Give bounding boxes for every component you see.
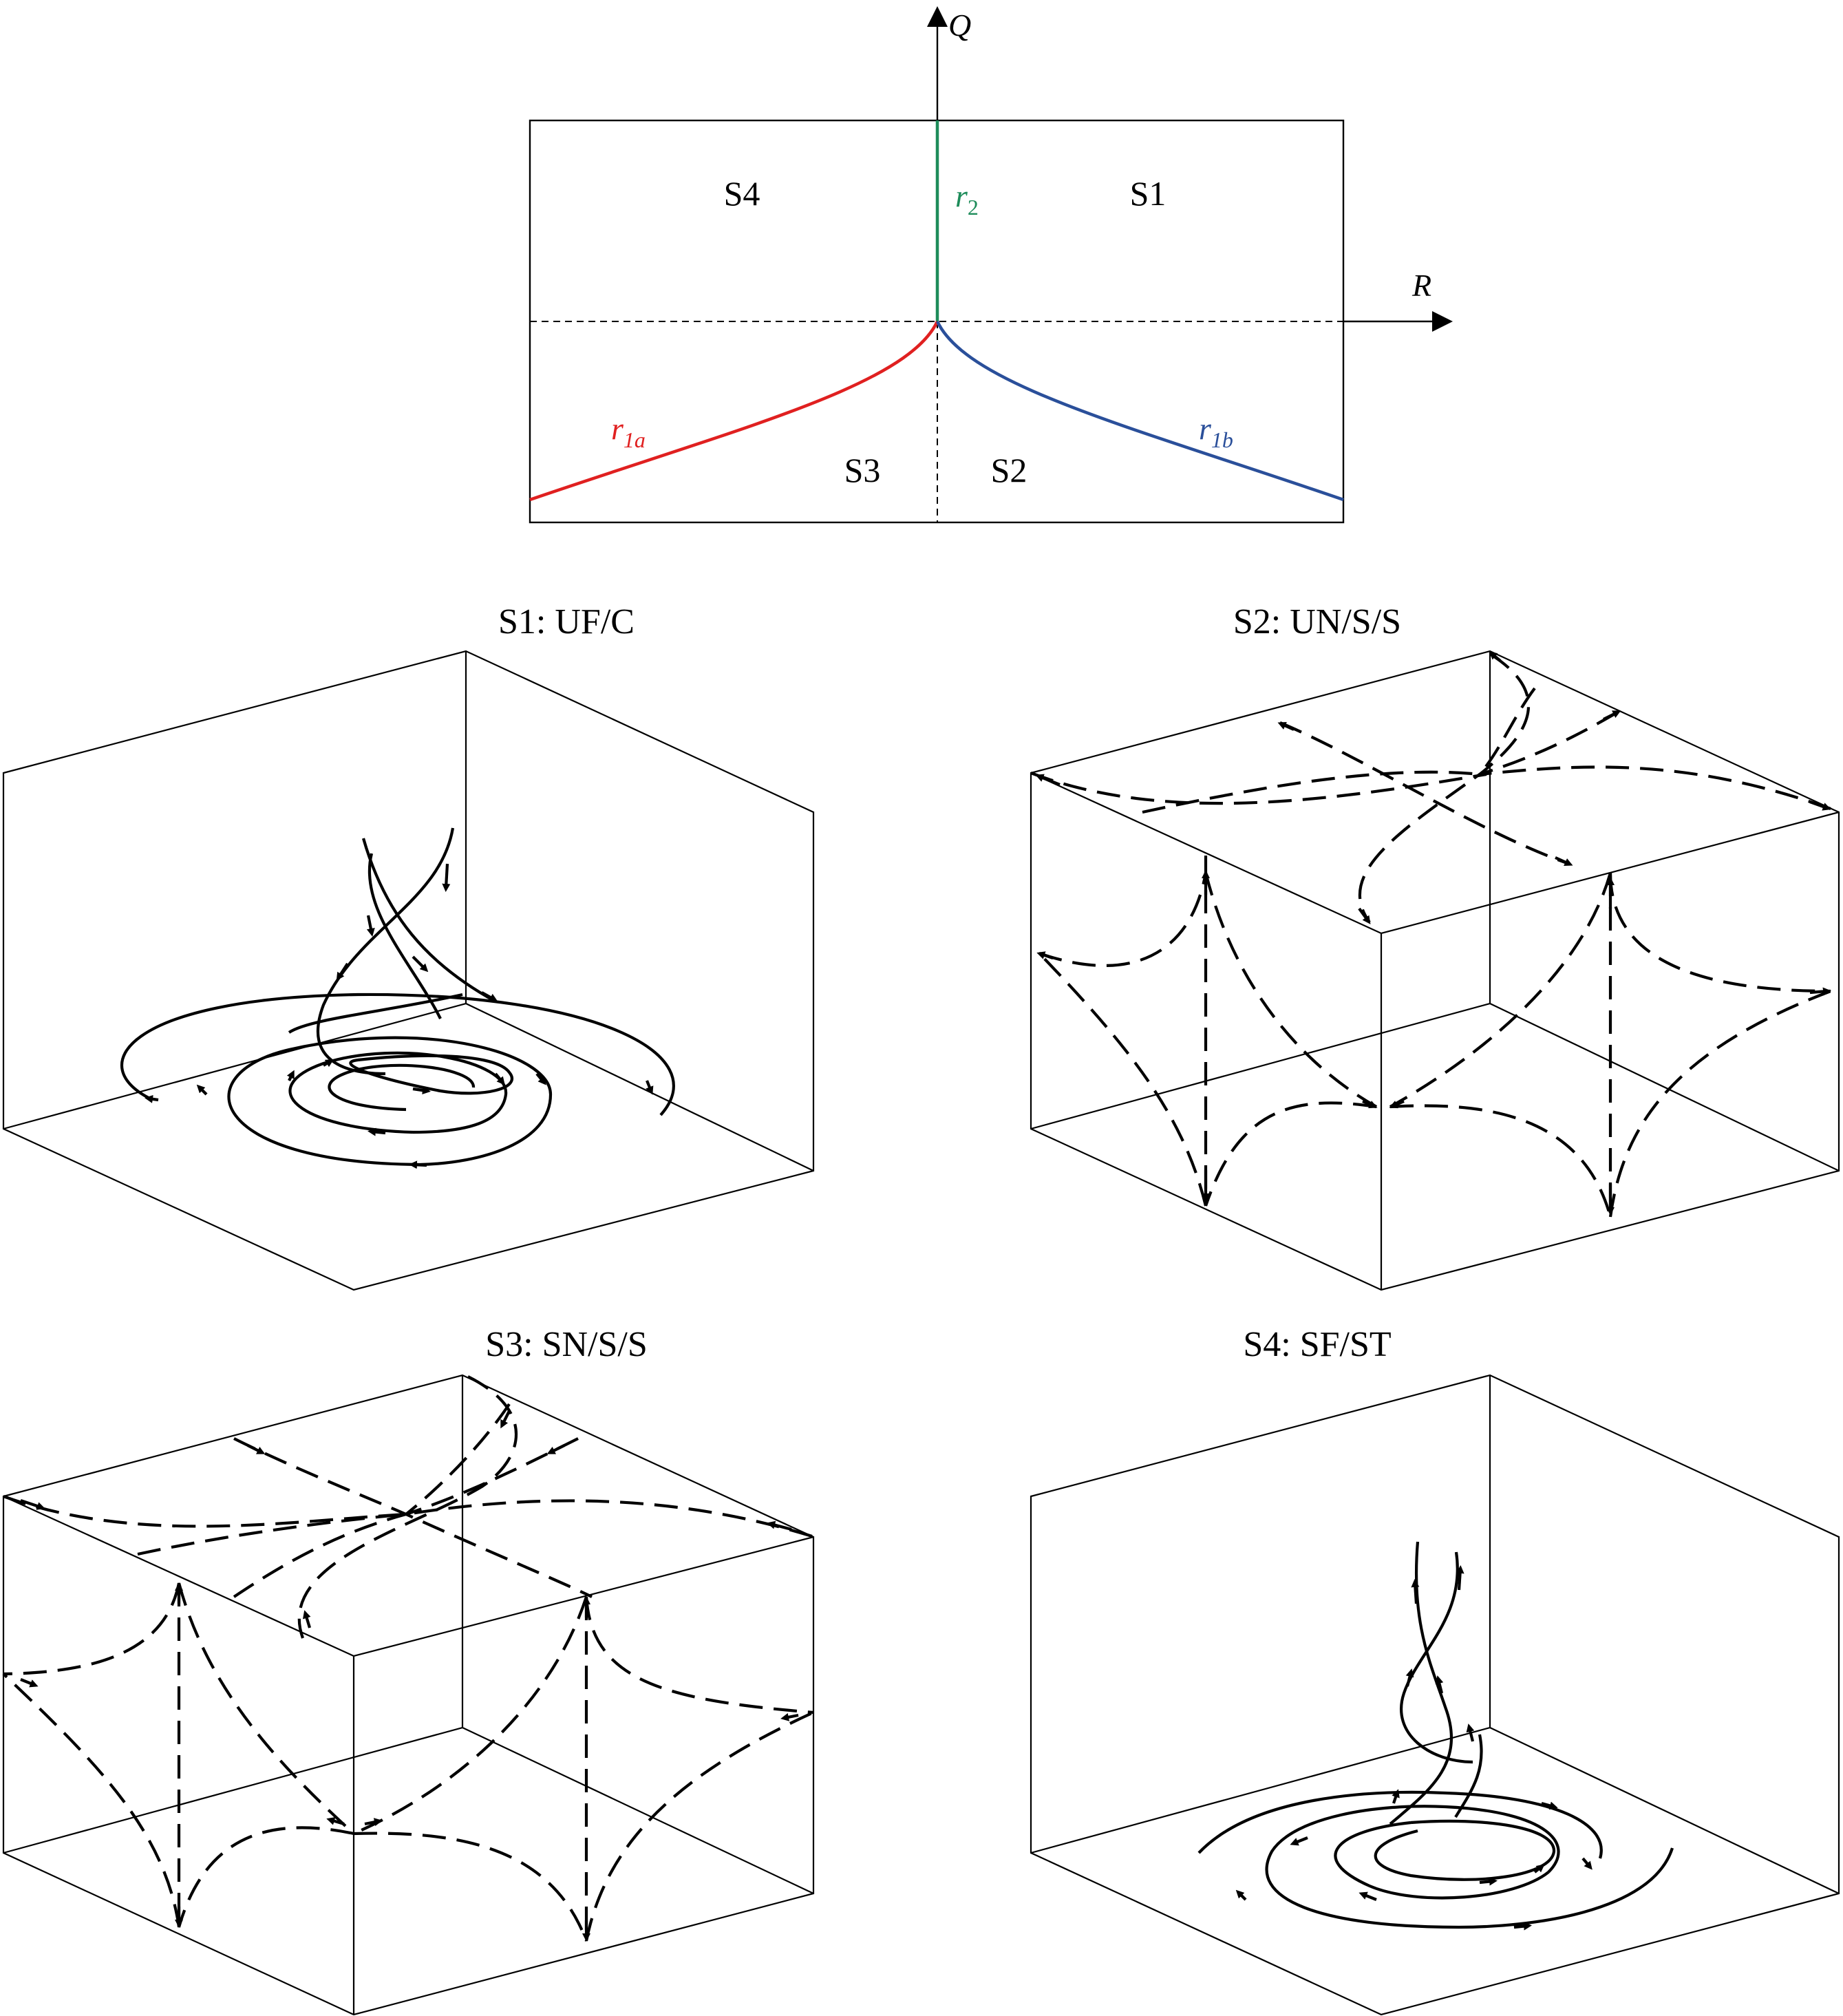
s3-box: [2, 1374, 815, 2016]
s2-saddle-left: [1038, 856, 1378, 1207]
panel-s4: [1030, 1374, 1840, 2016]
region-label-s2: S2: [991, 451, 1027, 489]
r-axis-label: R: [1411, 268, 1431, 303]
s4-flow-arrows: [1235, 1565, 1592, 1931]
s1-flow-arrows: [145, 863, 654, 1169]
s1-box: [2, 650, 815, 1291]
panel-s3: [2, 1374, 815, 2016]
s4-box: [1030, 1374, 1840, 2016]
panel-title-s3: S3: SN/S/S: [485, 1325, 648, 1364]
region-label-s3: S3: [844, 451, 881, 489]
panel-s2: [1030, 650, 1840, 1291]
s3-saddle-right: [353, 1596, 814, 1942]
regime-map: Q R S4 S1 S3 S2 r2 r1a r1b: [529, 6, 1453, 524]
panel-s1: [2, 650, 815, 1291]
s2-flow-arrows: [1035, 651, 1831, 1216]
s3-saddle-left: [2, 1582, 355, 1928]
s4-vertical-trajectories: [1389, 1541, 1483, 1825]
s2-saddle-right: [1389, 872, 1831, 1218]
curve-r1a: [529, 321, 939, 502]
panel-title-s2: S2: UN/S/S: [1233, 602, 1401, 641]
s1-vertical-trajectories: [288, 827, 497, 1076]
region-label-s1: S1: [1130, 174, 1166, 213]
s3-flow-arrows: [20, 1410, 799, 1942]
s1-spiral-trajectories: [120, 993, 675, 1167]
panel-title-s4: S4: SF/ST: [1243, 1325, 1391, 1364]
s2-top-face-trajectories: [1030, 652, 1831, 924]
s3-top-face-trajectories: [3, 1375, 813, 1639]
curve-label-r1a: r1a: [611, 411, 646, 452]
s2-box: [1030, 650, 1840, 1291]
q-axis-label: Q: [948, 8, 971, 43]
curve-label-r2: r2: [955, 178, 979, 220]
s4-spiral-trajectories: [1197, 1790, 1674, 1929]
curve-label-r1b: r1b: [1199, 411, 1233, 452]
region-label-s4: S4: [724, 174, 760, 213]
curve-r1b: [935, 321, 1344, 502]
panel-title-s1: S1: UF/C: [498, 602, 635, 641]
